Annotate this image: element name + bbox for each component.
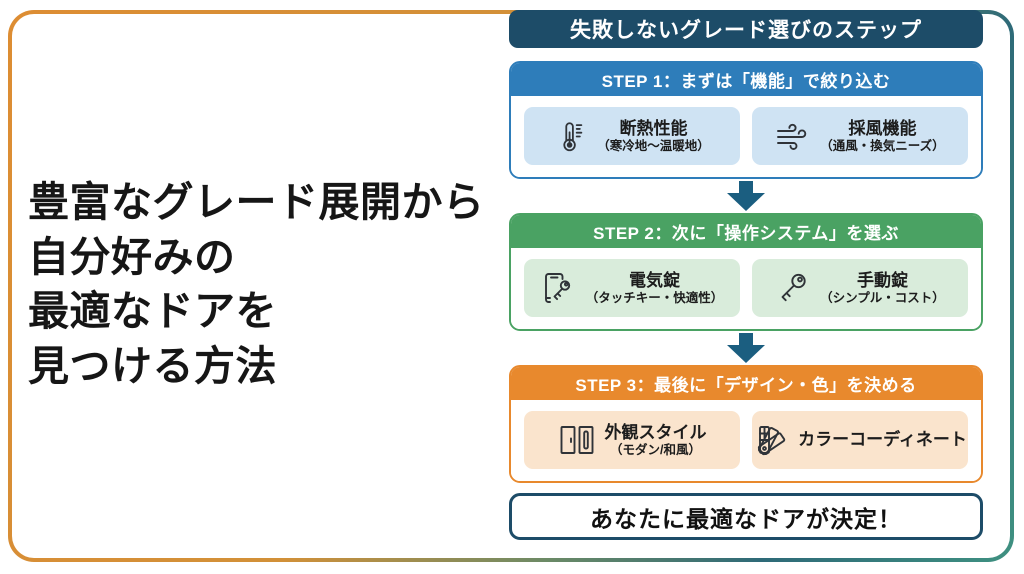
feature-subtitle: （通風・換気ニーズ） [820, 138, 945, 153]
doors-icon [558, 422, 596, 458]
thermometer-icon [554, 118, 588, 154]
feature-exterior-style: 外観スタイル （モダン/和風） [524, 411, 740, 469]
step1-header: STEP 1：まずは「機能」で絞り込む [511, 63, 981, 96]
step3-body: 外観スタイル （モダン/和風） カラーコーディネート [511, 400, 981, 481]
step2-header: STEP 2：次に「操作システム」を選ぶ [511, 215, 981, 248]
color-swatches-icon [753, 422, 789, 458]
feature-subtitle: （モダン/和風） [610, 442, 701, 457]
result-box: あなたに最適なドアが決定！ [509, 493, 983, 540]
feature-subtitle: （シンプル・コスト） [820, 290, 945, 305]
headline-line-1: 豊富なグレード展開から [28, 179, 485, 225]
step1-card: STEP 1：まずは「機能」で絞り込む 断熱性能 （寒冷地〜温暖地） [509, 61, 983, 179]
flow-panel: 失敗しないグレード選びのステップ STEP 1：まずは「機能」で絞り込む 断熱性… [509, 10, 983, 540]
feature-ventilation: 採風機能 （通風・換気ニーズ） [752, 107, 968, 165]
headline-line-4: 見つける方法 [28, 342, 277, 389]
arrow-step1-to-step2 [509, 179, 983, 213]
feature-title: 採風機能 [848, 118, 917, 138]
feature-title: カラーコーディネート [798, 430, 967, 450]
flow-title: 失敗しないグレード選びのステップ [509, 10, 983, 48]
feature-subtitle: （寒冷地〜温暖地） [597, 138, 710, 153]
smartphone-key-icon [541, 270, 577, 306]
step2-body: 電気錠 （タッチキー・快適性） 手動錠 （シンプル・コスト） [511, 248, 981, 329]
feature-title: 手動錠 [856, 270, 908, 290]
feature-color-coordinate: カラーコーディネート [752, 411, 968, 469]
down-arrow-icon [727, 181, 765, 211]
feature-manual-lock: 手動錠 （シンプル・コスト） [752, 259, 968, 317]
headline-line-2: 自分好みの [28, 233, 236, 280]
key-icon [775, 270, 811, 306]
step3-card: STEP 3：最後に「デザイン・色」を決める 外観スタイル （モダン/和風） [509, 365, 983, 483]
down-arrow-icon [727, 333, 765, 363]
step1-body: 断熱性能 （寒冷地〜温暖地） 採風機能 （通風・換気ニーズ） [511, 96, 981, 177]
step2-card: STEP 2：次に「操作システム」を選ぶ 電気錠 （タッチキー・快適性） [509, 213, 983, 331]
headline-line-3: 最適なドアを [28, 288, 277, 335]
feature-subtitle: （タッチキー・快適性） [585, 290, 724, 305]
step3-header: STEP 3：最後に「デザイン・色」を決める [511, 367, 981, 400]
feature-title: 断熱性能 [619, 118, 688, 138]
headline: 豊富なグレード展開から 自分好みの 最適なドアを 見つける方法 [28, 175, 485, 393]
feature-electric-lock: 電気錠 （タッチキー・快適性） [524, 259, 740, 317]
feature-title: 電気錠 [628, 270, 680, 290]
arrow-step2-to-step3 [509, 331, 983, 365]
feature-title: 外観スタイル [604, 422, 707, 442]
feature-insulation: 断熱性能 （寒冷地〜温暖地） [524, 107, 740, 165]
wind-icon [775, 118, 811, 154]
